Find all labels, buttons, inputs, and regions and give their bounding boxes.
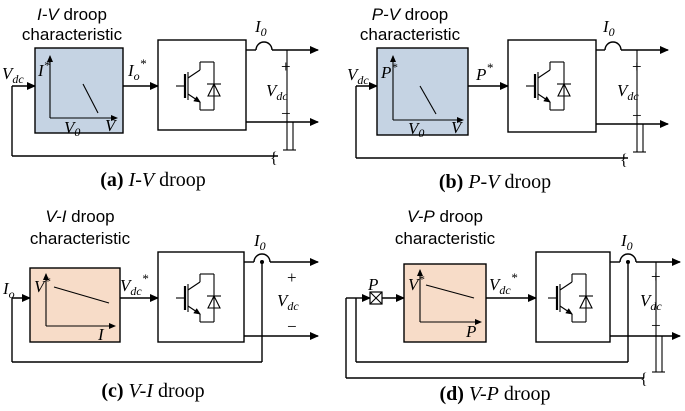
panel-d-droop-line [425,284,475,299]
panel-c-graph-x-label: I [97,325,105,344]
panel-c-sensor-node [260,260,264,264]
panel-a-graph-v0-label: V0 [64,118,80,139]
panel-d-caption: (d) V-P droop [439,383,550,405]
panel-d-vdc-label: Vdc [640,291,662,313]
panel-a-graph-y-label: I* [37,58,50,80]
panel-d-current-label: I0 [620,231,633,253]
panel-d-title-line2: characteristic [395,229,496,248]
panel-d-multiplier-cross-2 [369,291,383,305]
panel-d-input-label: P [367,275,378,294]
panel-a-igbt-icon [176,61,221,111]
panel-b-brace: { [620,152,628,169]
panel-b-graph-x-label: V [451,118,464,137]
panel-b-converter-block [507,39,597,133]
panel-b-igbt-icon [526,61,571,111]
panel-a-minus-sign: − [281,104,291,123]
panel-d-converter-block [535,251,611,343]
panel-a-current-sensor-icon [255,41,273,51]
panel-b-title-line1: P-V droop [372,5,449,24]
panel-a-vdc-label: Vdc [266,81,288,103]
panel-a-input-label: Vdc [2,64,24,86]
panel-d-droop-block [403,263,487,343]
panel-b: P-V droop characteristic Vdc P* V V0 P* [347,5,669,193]
panel-c-output-label: Vdc* [120,271,149,298]
panel-a-current-label: I0 [254,17,267,39]
panel-d-current-sensor-icon [619,253,637,263]
panel-c-converter-block [157,251,245,343]
panel-b-current-label: I0 [602,17,615,39]
panel-a-title-line1: I-V droop [37,5,107,24]
panel-b-title-line2: characteristic [360,25,461,44]
panel-a-caption: (a) I-V droop [100,169,206,191]
panel-a: I-V droop characteristic Vdc I* V V0 Io* [2,5,319,191]
panel-a-output-label: Io* [127,56,147,83]
panel-c-title-line1: V-I droop [45,207,114,226]
panel-c-input-label: Io [2,279,15,301]
panel-c-igbt-icon [176,273,221,323]
panel-c: V-I droop characteristic Io V* I Vdc* [2,207,319,402]
panel-b-graph-y-label: P* [380,60,397,82]
panel-d-igbt-icon [548,273,593,323]
panel-b-vdc-label: Vdc [617,81,639,103]
panel-d-title-line1: V-P droop [407,207,483,226]
panel-b-droop-line [419,85,437,115]
panel-c-current-sensor-icon [253,253,271,263]
panel-a-converter-block [157,39,247,131]
panel-b-graph-v0-label: V0 [408,119,424,140]
panel-b-output-label: P* [475,60,493,84]
panel-c-droop-line [53,286,110,304]
panel-c-vdc-label: Vdc [277,291,299,313]
panel-c-minus-sign: − [287,317,297,336]
panel-c-caption: (c) V-I droop [101,380,204,402]
panel-a-plus-sign: + [281,57,291,76]
panel-d-brace: { [640,371,648,388]
panel-d-output-label: Vdc* [489,270,518,297]
panel-d-sensor-node [626,260,630,264]
panel-c-title-line2: characteristic [30,229,131,248]
panel-d: V-P droop characteristic P V* P Vdc* [345,207,681,405]
panel-c-plus-sign: + [287,268,297,287]
panel-b-current-sensor-icon [604,41,622,51]
panel-a-brace: { [270,150,278,167]
panel-b-caption: (b) P-V droop [439,171,551,193]
panel-d-graph-x-label: P [465,322,476,341]
panel-b-input-label: Vdc [347,65,369,87]
panel-a-graph-x-label: V [105,116,118,135]
panel-a-title-line2: characteristic [22,25,123,44]
panel-c-current-label: I0 [253,231,266,253]
panel-c-droop-block [29,267,121,343]
panel-c-graph-y-label: V* [34,274,50,296]
panel-a-droop-line [82,83,99,114]
panel-d-graph-y-label: V* [408,272,424,294]
